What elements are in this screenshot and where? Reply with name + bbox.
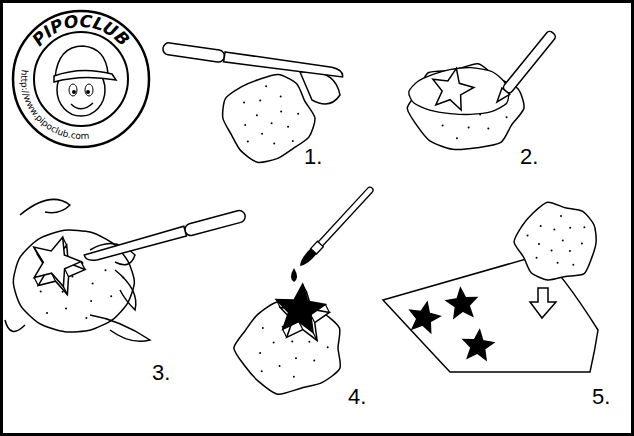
paintbrush bbox=[297, 185, 375, 269]
potato bbox=[514, 202, 596, 280]
step-number: 5. bbox=[592, 386, 610, 408]
cut-face bbox=[409, 68, 509, 115]
paint-drop bbox=[291, 268, 297, 282]
kid-face bbox=[54, 46, 116, 116]
knife bbox=[83, 209, 246, 264]
knife bbox=[162, 42, 344, 80]
star-edge bbox=[283, 329, 287, 337]
logo-badge: PIPOCLUB http://www.pipoclub.com bbox=[10, 8, 152, 150]
web-address: http://www.pipoclub.com bbox=[19, 69, 90, 141]
potato bbox=[223, 75, 315, 163]
peel bbox=[115, 270, 136, 310]
star-edge bbox=[34, 278, 38, 286]
printed-star bbox=[446, 288, 476, 318]
printed-star bbox=[410, 302, 440, 332]
star-edge bbox=[81, 262, 85, 270]
step-number: 2. bbox=[520, 146, 538, 168]
star-outline bbox=[433, 68, 474, 110]
star-edge bbox=[325, 304, 329, 312]
brand-name: PIPOCLUB bbox=[28, 11, 134, 50]
step-number: 3. bbox=[152, 362, 170, 384]
potato bbox=[407, 64, 524, 150]
step-number: 4. bbox=[348, 386, 366, 408]
star-face bbox=[34, 237, 81, 286]
step-number: 1. bbox=[304, 146, 322, 168]
peel bbox=[5, 320, 25, 331]
down-arrow bbox=[530, 288, 556, 318]
star-face bbox=[276, 284, 325, 332]
printed-star bbox=[463, 330, 493, 360]
peel bbox=[20, 199, 70, 215]
peel bbox=[90, 315, 150, 341]
logo-circle: PIPOCLUB http://www.pipoclub.com bbox=[10, 8, 152, 150]
pencil bbox=[493, 30, 557, 105]
